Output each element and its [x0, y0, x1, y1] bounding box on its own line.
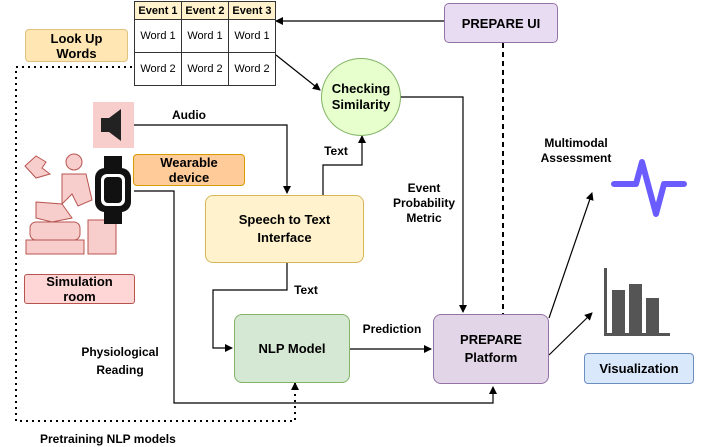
pretraining-dotted-line: [15, 66, 299, 422]
event-word-cell: Word 2: [228, 52, 276, 86]
prepare-ui-label: PREPARE UI: [461, 15, 541, 31]
speaker-icon: [93, 102, 134, 148]
physiological-arrow: [134, 190, 497, 404]
wearable-device-box: Wearable device: [133, 154, 245, 186]
platform-to-visualization-arrow: [548, 312, 593, 356]
prepare-platform-label: PREPARE Platform: [460, 332, 522, 365]
event-word-cell: Word 2: [181, 52, 229, 86]
speech-to-text-label: Speech to Text Interface: [238, 212, 331, 245]
text-upper-label: Text: [324, 144, 348, 158]
look-up-words-label: Look Up Words: [50, 30, 103, 61]
event-table: Event 1 Event 2 Event 3 Word 1 Word 1 Wo…: [134, 1, 276, 86]
physiological-reading-label: Physiological Reading: [81, 345, 159, 377]
prediction-label: Prediction: [362, 322, 422, 336]
speech-to-nlp-arrow: [212, 263, 288, 352]
multimodal-assessment-label: Multimodal Assessment: [540, 136, 612, 165]
simulation-mannequin-icon: [22, 148, 122, 256]
event-probability-metric-label: Event Probability Metric: [392, 181, 455, 225]
look-up-words-box: Look Up Words: [25, 29, 128, 62]
checking-similarity-node: Checking Similarity: [321, 58, 401, 136]
simulation-room-label: Simulation room: [46, 274, 113, 304]
nlp-model-box: NLP Model: [234, 314, 350, 383]
event-word-cell: Word 1: [181, 19, 229, 53]
event-header: Event 3: [228, 1, 276, 20]
checking-similarity-label: Checking Similarity: [331, 81, 391, 112]
nlp-model-label: NLP Model: [258, 341, 326, 356]
waveform-icon: [610, 152, 690, 220]
speech-to-similarity-arrow: [322, 135, 366, 195]
event-header: Event 2: [181, 1, 229, 20]
table-to-similarity-arrow: [275, 54, 321, 91]
similarity-to-platform-arrow: [400, 96, 467, 313]
prepare-ui-box: PREPARE UI: [444, 3, 558, 43]
audio-arrow: [134, 124, 291, 194]
speech-to-text-box: Speech to Text Interface: [205, 195, 364, 263]
bar-chart-icon: [600, 265, 670, 337]
smartwatch-icon: [92, 156, 134, 224]
pretraining-nlp-models-label: Pretraining NLP models: [40, 432, 176, 446]
text-lower-label: Text: [294, 283, 318, 297]
event-word-cell: Word 1: [134, 19, 182, 53]
visualization-label: Visualization: [599, 361, 679, 376]
audio-label: Audio: [172, 108, 206, 122]
simulation-room-box: Simulation room: [24, 274, 135, 304]
event-word-cell: Word 2: [134, 52, 182, 86]
visualization-box: Visualization: [584, 353, 694, 384]
platform-to-multimodal-arrow: [548, 192, 594, 319]
event-header: Event 1: [134, 1, 182, 20]
prepare-platform-box: PREPARE Platform: [433, 314, 549, 384]
wearable-device-label: Wearable device: [160, 155, 218, 185]
event-word-cell: Word 1: [228, 19, 276, 53]
